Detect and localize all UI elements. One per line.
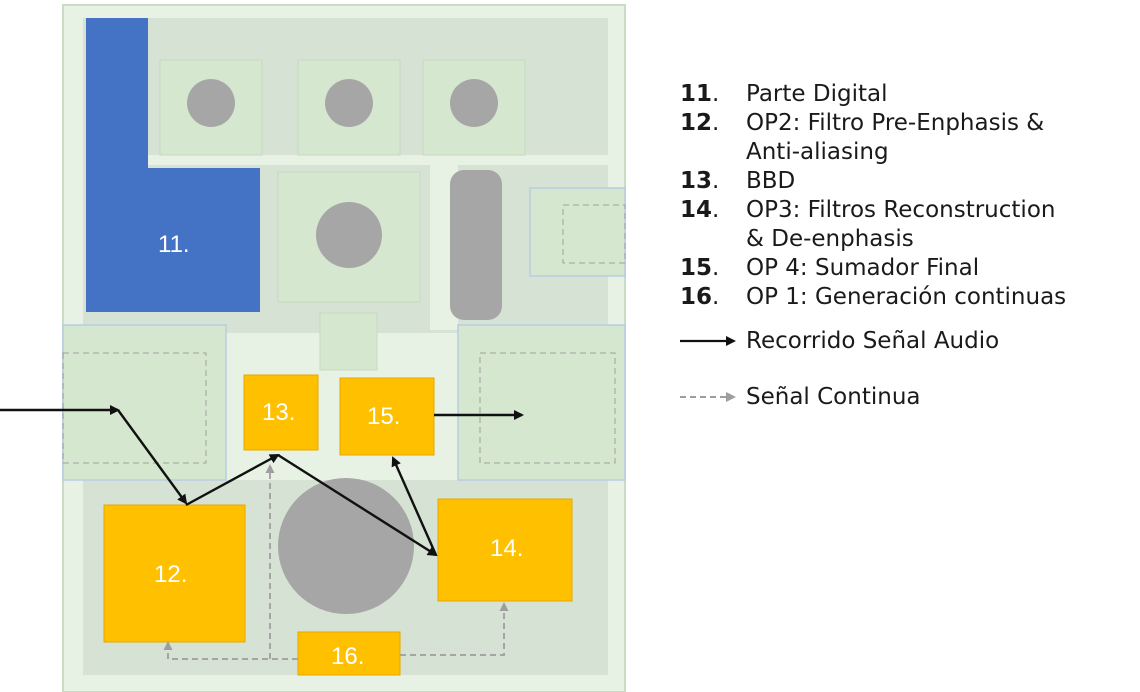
legend-num-14: 14: [680, 197, 713, 223]
legend-text-12: OP2: Filtro Pre-Enphasis & Anti-aliasing: [746, 110, 1045, 165]
vertical-component: [450, 170, 502, 320]
left-module-inner: [62, 352, 207, 464]
center-component: [316, 202, 382, 268]
large-component: [278, 478, 414, 614]
block-16-label: 16.: [331, 643, 364, 670]
block-14-op3: [437, 498, 573, 602]
block-15-op4: [339, 377, 435, 456]
legend-item-15: 15. OP 4: Sumador Final: [680, 254, 1140, 283]
block-11-label: 11.: [158, 231, 190, 258]
right-small-module-inner: [562, 204, 626, 264]
top-component-3: [450, 79, 498, 127]
block-12-op2: [103, 504, 246, 643]
small-center-module: [319, 312, 378, 371]
solid-arrow-icon: [680, 336, 736, 346]
pcb-layout-diagram: 11. 13. 15. 12. 14. 16.: [0, 4, 626, 692]
legend-text-16: OP 1: Generación continuas: [746, 284, 1067, 310]
block-13-label: 13.: [262, 399, 295, 426]
top-component-1: [187, 79, 235, 127]
block-14-label: 14.: [490, 535, 523, 562]
dc-signal-lines: [163, 464, 509, 660]
legend-item-11: 11. Parte Digital: [680, 80, 1140, 109]
audio-signal-path: [0, 405, 524, 557]
legend-num-12: 12: [680, 110, 713, 136]
legend: 11. Parte Digital 12. OP2: Filtro Pre-En…: [680, 80, 1140, 438]
legend-text-15: OP 4: Sumador Final: [746, 255, 980, 281]
legend-item-16: 16. OP 1: Generación continuas: [680, 283, 1140, 312]
legend-num-13: 13: [680, 168, 713, 194]
dc-line-to-12: [163, 641, 298, 660]
block-16-op1: [297, 631, 401, 676]
dc-line-to-14: [400, 602, 509, 656]
legend-num-15: 15: [680, 255, 713, 281]
legend-text-14: OP3: Filtros Reconstruction & De-enphasi…: [746, 197, 1056, 252]
legend-item-12: 12. OP2: Filtro Pre-Enphasis & Anti-alia…: [680, 109, 1140, 167]
legend-item-13: 13. BBD: [680, 167, 1140, 196]
audio-line-to-12: [117, 409, 188, 505]
legend-audio-path-label: Recorrido Señal Audio: [746, 328, 1000, 354]
block-12-label: 12.: [154, 561, 187, 588]
legend-num-11: 11: [680, 81, 713, 107]
right-small-module: [529, 187, 626, 277]
block-11-digital: [86, 18, 260, 312]
top-component-2: [325, 79, 373, 127]
dashed-arrow-icon: [680, 392, 736, 402]
right-module-inner: [479, 352, 616, 464]
legend-audio-path: Recorrido Señal Audio: [680, 326, 1140, 356]
legend-dc-signal: Señal Continua: [680, 382, 1140, 412]
legend-text-13: BBD: [746, 168, 796, 194]
legend-line-types: Recorrido Señal Audio Señal Continua: [680, 326, 1140, 412]
block-13-bbd: [243, 374, 319, 451]
left-module: [62, 324, 227, 481]
audio-line-14-to-15: [391, 456, 438, 556]
legend-dc-signal-label: Señal Continua: [746, 384, 921, 410]
right-module: [457, 324, 626, 481]
legend-num-16: 16: [680, 284, 713, 310]
audio-line-13-to-14: [277, 453, 438, 557]
audio-line-12-to-13: [185, 453, 280, 507]
legend-text-11: Parte Digital: [746, 81, 888, 107]
block-15-label: 15.: [367, 403, 400, 430]
legend-item-14: 14. OP3: Filtros Reconstruction & De-enp…: [680, 196, 1140, 254]
